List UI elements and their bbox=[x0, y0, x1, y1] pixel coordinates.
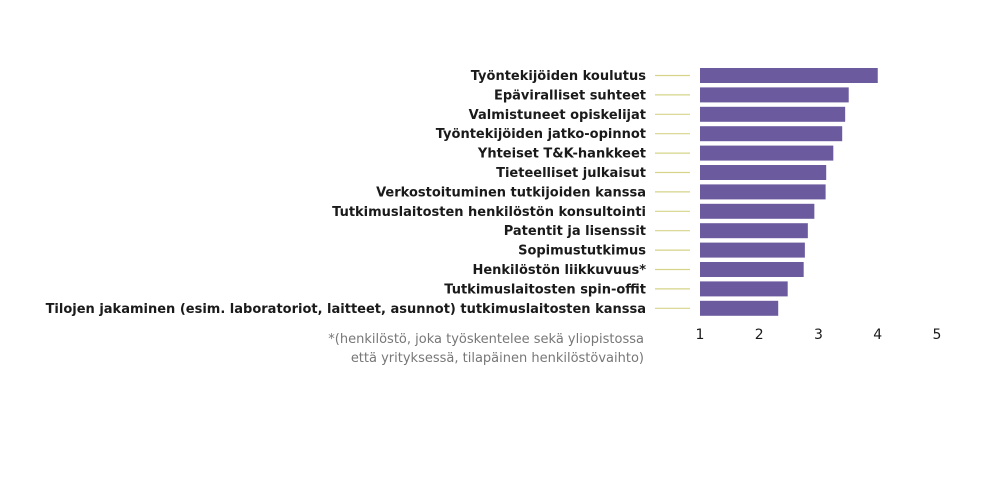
bar bbox=[700, 145, 834, 161]
category-label: Henkilöstön liikkuvuus* bbox=[472, 263, 646, 278]
bar bbox=[700, 165, 827, 180]
x-tick-label: 4 bbox=[873, 327, 882, 343]
category-label: Verkostoituminen tutkijoiden kanssa bbox=[376, 185, 646, 200]
category-label: Sopimustutkimus bbox=[518, 244, 646, 259]
bar bbox=[700, 184, 826, 200]
x-tick-label: 2 bbox=[755, 327, 764, 343]
category-label: Tieteelliset julkaisut bbox=[496, 166, 646, 181]
category-label: Tilojen jakaminen (esim. laboratoriot, l… bbox=[46, 302, 646, 317]
category-label: Tutkimuslaitosten henkilöstön konsultoin… bbox=[332, 205, 646, 220]
bar bbox=[700, 281, 788, 297]
footnote-line-1: *(henkilöstö, joka työskentelee sekä yli… bbox=[328, 332, 644, 347]
bar bbox=[700, 300, 779, 316]
footnote-line-2: että yrityksessä, tilapäinen henkilöstöv… bbox=[350, 351, 644, 366]
bar bbox=[700, 203, 815, 219]
bar bbox=[700, 68, 878, 83]
bar bbox=[700, 87, 849, 103]
category-label: Patentit ja lisenssit bbox=[504, 224, 646, 239]
category-label: Tutkimuslaitosten spin-offit bbox=[444, 282, 646, 297]
category-label: Valmistuneet opiskelijat bbox=[469, 108, 646, 123]
footnote: *(henkilöstö, joka työskentelee sekä yli… bbox=[328, 330, 644, 368]
x-tick-label: 1 bbox=[696, 327, 705, 343]
bar bbox=[700, 126, 843, 142]
bar bbox=[700, 262, 804, 277]
bar bbox=[700, 223, 808, 239]
x-tick-label: 5 bbox=[933, 327, 942, 343]
bar bbox=[700, 106, 846, 122]
category-label: Työntekijöiden koulutus bbox=[471, 69, 647, 84]
x-tick-label: 3 bbox=[814, 327, 823, 343]
category-label: Työntekijöiden jatko-opinnot bbox=[436, 127, 646, 142]
bar bbox=[700, 242, 805, 258]
category-label: Yhteiset T&K-hankkeet bbox=[477, 147, 646, 162]
category-label: Epäviralliset suhteet bbox=[494, 88, 646, 103]
